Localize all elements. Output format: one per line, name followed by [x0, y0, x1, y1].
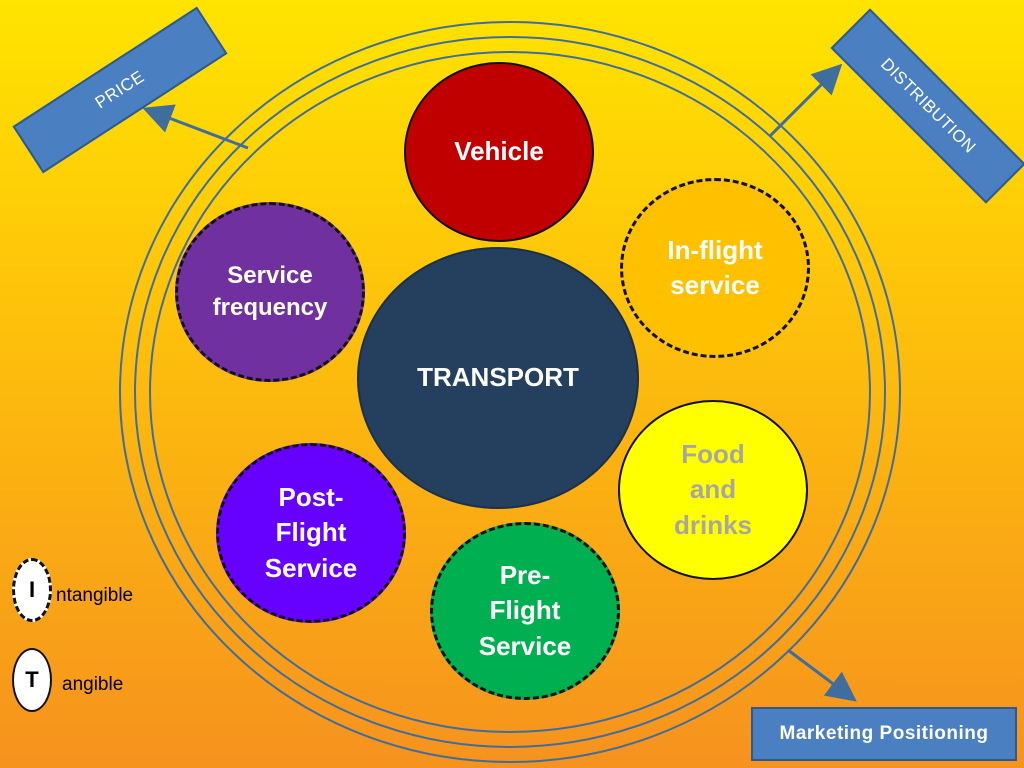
legend-intangible-marker: I [12, 558, 52, 622]
vehicle-label: Vehicle [454, 136, 544, 167]
preflight-service-label: Pre-Flight Service [478, 560, 572, 661]
legend-tangible-text: angible [62, 674, 124, 695]
legend-tangible-marker: T [12, 648, 52, 712]
service-frequency-circle: Service frequency [175, 202, 365, 382]
preflight-service-circle: Pre-Flight Service [430, 522, 620, 700]
inner-ring [149, 51, 871, 733]
postflight-service-label: Post-Flight Service [264, 482, 358, 583]
positioning-banner: Marketing Positioning [751, 707, 1017, 761]
inflight-service-circle: In-flight service [620, 178, 810, 358]
positioning-label: Marketing Positioning [779, 723, 989, 744]
middle-ring [134, 36, 886, 748]
price-arrow [142, 104, 249, 150]
food-drinks-circle: Food and drinks [618, 400, 808, 580]
inflight-service-label: In-flight service [667, 234, 763, 300]
legend-intangible-letter: I [28, 577, 36, 602]
outer-ring [119, 21, 901, 763]
vehicle-circle: Vehicle [404, 62, 594, 242]
legend-tangible-letter: T [25, 667, 39, 692]
transport-center-circle: TRANSPORT [357, 247, 639, 509]
postflight-service-circle: Post-Flight Service [216, 443, 406, 623]
distribution-arrow [768, 63, 843, 138]
transport-label: TRANSPORT [417, 362, 579, 393]
price-label: PRICE [91, 66, 148, 113]
service-frequency-label: Service frequency [212, 261, 328, 321]
legend-intangible-text: ntangible [56, 585, 134, 606]
food-drinks-label: Food and drinks [673, 439, 753, 540]
positioning-arrow [787, 648, 857, 702]
